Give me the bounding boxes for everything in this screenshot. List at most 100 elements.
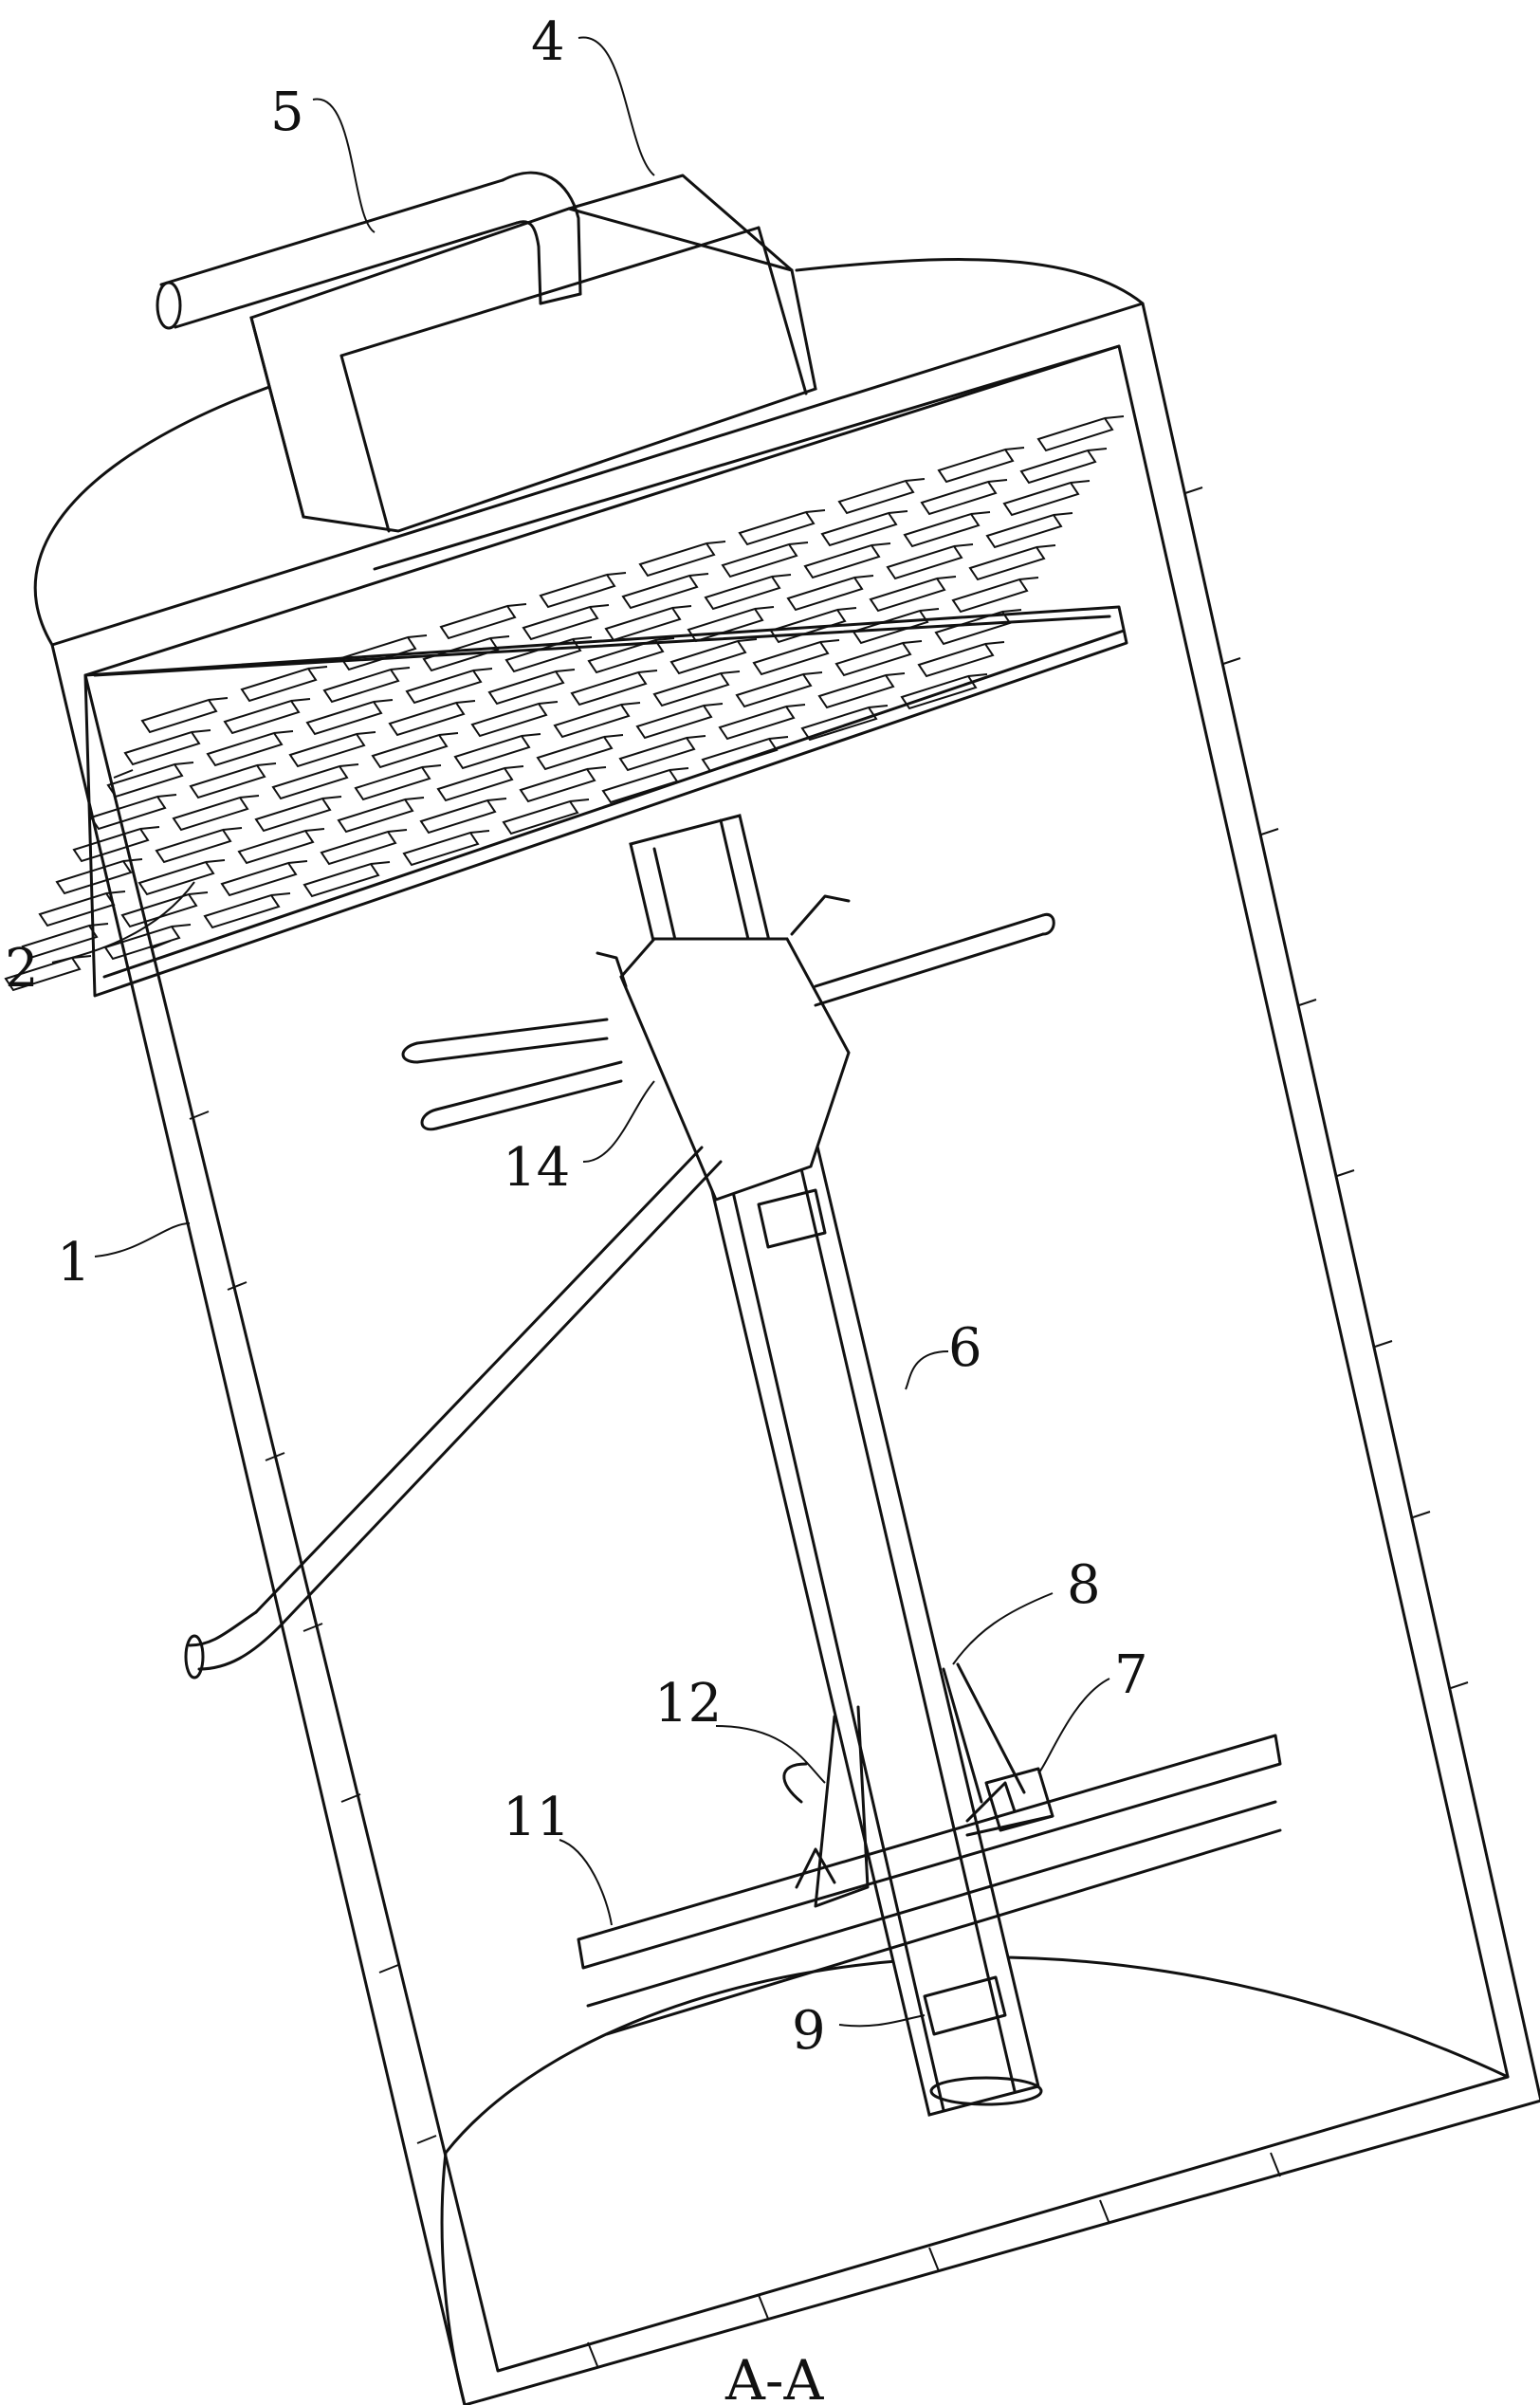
filter-slat xyxy=(519,766,607,803)
filter-slat xyxy=(687,606,775,643)
filter-slat xyxy=(140,697,229,734)
leader-lines xyxy=(51,36,1110,2028)
filter-slat xyxy=(240,666,328,703)
strut-8 xyxy=(942,1662,1026,1804)
label-2: 2 xyxy=(5,938,39,1000)
label-7: 7 xyxy=(1114,1644,1148,1706)
filter-slat xyxy=(155,827,243,864)
label-4: 4 xyxy=(531,11,565,73)
filter-slat xyxy=(339,634,428,671)
filter-slat xyxy=(470,701,559,738)
filter-slat xyxy=(900,673,988,710)
filter-slat xyxy=(302,861,391,898)
filter-slat xyxy=(638,541,726,578)
filter-slat xyxy=(504,636,593,673)
filter-slat xyxy=(172,795,260,832)
label-12: 12 xyxy=(654,1673,722,1735)
filter-slat xyxy=(985,512,1073,549)
filter-slat xyxy=(968,544,1056,581)
filter-slat xyxy=(203,892,291,929)
filter-slat xyxy=(453,733,541,770)
label-8: 8 xyxy=(1067,1554,1101,1616)
label-9: 9 xyxy=(792,2000,826,2062)
filter-slat xyxy=(601,767,689,804)
label-5: 5 xyxy=(270,82,304,143)
filter-slat xyxy=(635,703,724,740)
filter-slat xyxy=(354,764,442,801)
sprinkler-head xyxy=(184,894,1055,1680)
filter-slat xyxy=(837,478,926,515)
filter-slat xyxy=(1002,480,1091,517)
filter-slat xyxy=(735,671,823,708)
agitator-blade xyxy=(577,1734,1282,2036)
filter-slat xyxy=(886,543,974,580)
filter-slat xyxy=(621,573,709,610)
filter-slat xyxy=(721,542,809,578)
filter-slat xyxy=(652,670,741,707)
filter-slat xyxy=(1036,415,1125,452)
filter-slat xyxy=(422,635,510,672)
filter-slat xyxy=(371,732,459,769)
filter-slat xyxy=(852,608,940,645)
reference-labels: 5 4 2 1 14 6 8 7 12 11 9 A-A xyxy=(5,11,1148,2405)
filter-slat xyxy=(604,605,692,642)
filter-slat xyxy=(718,704,806,741)
filter-slat xyxy=(271,763,359,800)
filter-slat xyxy=(72,826,160,863)
bracket-7 xyxy=(965,1767,1054,1837)
filter-slat xyxy=(405,668,493,705)
filter-slat xyxy=(206,730,294,767)
filter-slat xyxy=(669,638,758,675)
filter-slat xyxy=(106,762,194,799)
filter-slat xyxy=(138,859,226,896)
filter-slat xyxy=(701,736,789,773)
filter-slat xyxy=(402,830,490,867)
filter-slat xyxy=(502,799,590,835)
label-6: 6 xyxy=(948,1317,982,1379)
filter-slat xyxy=(320,829,408,866)
filter-slat xyxy=(803,542,891,579)
filter-slat xyxy=(123,729,211,766)
filter-slat xyxy=(89,794,177,831)
coupling-9 xyxy=(757,1188,1007,2036)
filter-slat xyxy=(337,797,425,834)
inlet-box xyxy=(249,174,817,533)
filter-slat xyxy=(834,640,923,677)
filter-slat xyxy=(769,607,857,644)
filter-slat xyxy=(587,637,675,674)
filter-slat xyxy=(220,860,308,897)
filter-slat xyxy=(937,447,1025,484)
filter-slat xyxy=(322,667,411,704)
filter-slat xyxy=(120,891,209,928)
filter-slat xyxy=(305,699,394,736)
filter-slat xyxy=(55,858,143,895)
pipe xyxy=(156,171,582,330)
filter-slat xyxy=(869,576,957,613)
filter-slat xyxy=(536,734,624,771)
filter-slat xyxy=(288,731,376,768)
filter-slat xyxy=(618,735,706,772)
filter-slat xyxy=(21,923,109,960)
filter-slat xyxy=(103,924,192,961)
filter-slat xyxy=(439,603,527,640)
filter-slat xyxy=(934,609,1022,646)
label-14: 14 xyxy=(503,1137,570,1199)
filter-slat xyxy=(254,796,342,833)
filter-slat xyxy=(539,572,627,609)
filter-slat xyxy=(1019,448,1108,485)
caption: A-A xyxy=(724,2348,824,2405)
filter-slat xyxy=(704,574,792,611)
filter-slat xyxy=(38,890,126,927)
filter-slat xyxy=(917,641,1005,678)
filter-slat xyxy=(237,828,325,865)
filter-slat xyxy=(800,705,889,742)
filter-slat xyxy=(903,511,991,548)
filter-slat xyxy=(570,670,658,707)
filter-slat xyxy=(951,577,1039,614)
filter-slat xyxy=(436,765,524,802)
filter-slat xyxy=(553,702,641,739)
label-1: 1 xyxy=(57,1232,91,1294)
filter-slat xyxy=(820,510,908,547)
filter-layer xyxy=(4,344,1128,998)
